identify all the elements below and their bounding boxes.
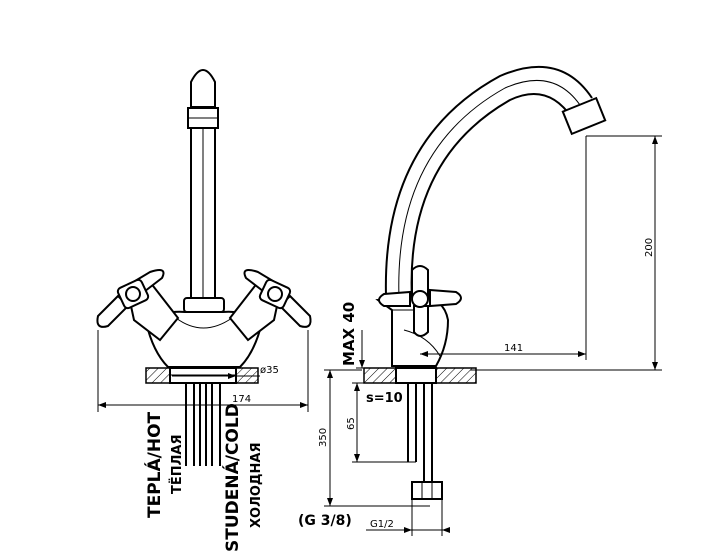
dim-diameter-label: ø35 bbox=[260, 365, 279, 376]
dimension-200 bbox=[470, 135, 662, 371]
side-aerator bbox=[561, 96, 607, 136]
hot-handle-cross bbox=[96, 269, 165, 328]
dim-shank-label: 65 bbox=[346, 417, 357, 430]
cold-label-ru: ХОЛОДНАЯ bbox=[249, 443, 264, 528]
dimension-dia35 bbox=[172, 373, 260, 379]
dimension-g12 bbox=[366, 499, 450, 536]
side-spout-inner bbox=[410, 93, 573, 301]
front-view: 174 ø35 TEPLÁ/HOT ТЁПЛАЯ STUDENÁ/COLD ХО… bbox=[96, 69, 312, 552]
dimension-65 bbox=[352, 383, 416, 463]
dimension-max40 bbox=[356, 330, 368, 369]
cold-label: STUDENÁ/COLD bbox=[221, 403, 243, 552]
side-handle-cross bbox=[378, 265, 462, 337]
side-view: 200 141 MAX 40 s=10 65 bbox=[298, 65, 662, 536]
dim-total-label: 350 bbox=[318, 428, 329, 447]
dim-width-label: 174 bbox=[232, 394, 251, 405]
side-spout-outer bbox=[384, 65, 593, 297]
max-label: MAX 40 bbox=[340, 302, 358, 366]
connection-label: G1/2 bbox=[370, 519, 394, 530]
dim-reach-label: 141 bbox=[504, 343, 523, 354]
thread-label: (G 3/8) bbox=[298, 513, 352, 529]
front-spout-tip bbox=[190, 69, 216, 108]
dimension-174 bbox=[97, 330, 309, 412]
cold-handle-cross bbox=[243, 269, 312, 328]
side-connection-nut bbox=[411, 481, 443, 500]
dimension-141 bbox=[420, 136, 587, 360]
front-supply-pipes bbox=[185, 383, 221, 466]
hot-label-ru: ТЁПЛАЯ bbox=[169, 435, 185, 495]
front-spout-collar bbox=[183, 297, 225, 313]
thickness-label: s=10 bbox=[366, 391, 403, 406]
hot-label: TEPLÁ/HOT bbox=[143, 411, 165, 518]
dim-height-label: 200 bbox=[644, 238, 655, 257]
